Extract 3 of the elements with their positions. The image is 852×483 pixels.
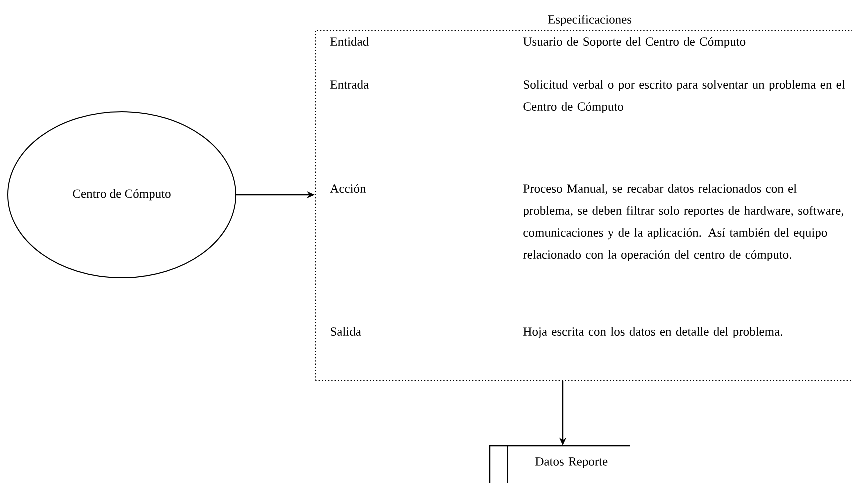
data-store: Datos Reporte	[489, 445, 630, 483]
node-label: Especificaciones	[548, 15, 632, 26]
specification-box: Especificaciones Entidad Usuario de Soporte del Centro de Cómputo Entrada Solicitud verbal o por escrito para solventar un problema en el Centro de Cómputo Acción Proceso Manual, se recabar datos relacionados con el problema, se deben filtrar solo reportes de hardware, software, comunicaciones y de la aplicación. Así también del equipo relacionado con la operación del centro de cómputo. Salida Hoja escrita con los datos en detalle del problema.	[315, 15, 852, 382]
